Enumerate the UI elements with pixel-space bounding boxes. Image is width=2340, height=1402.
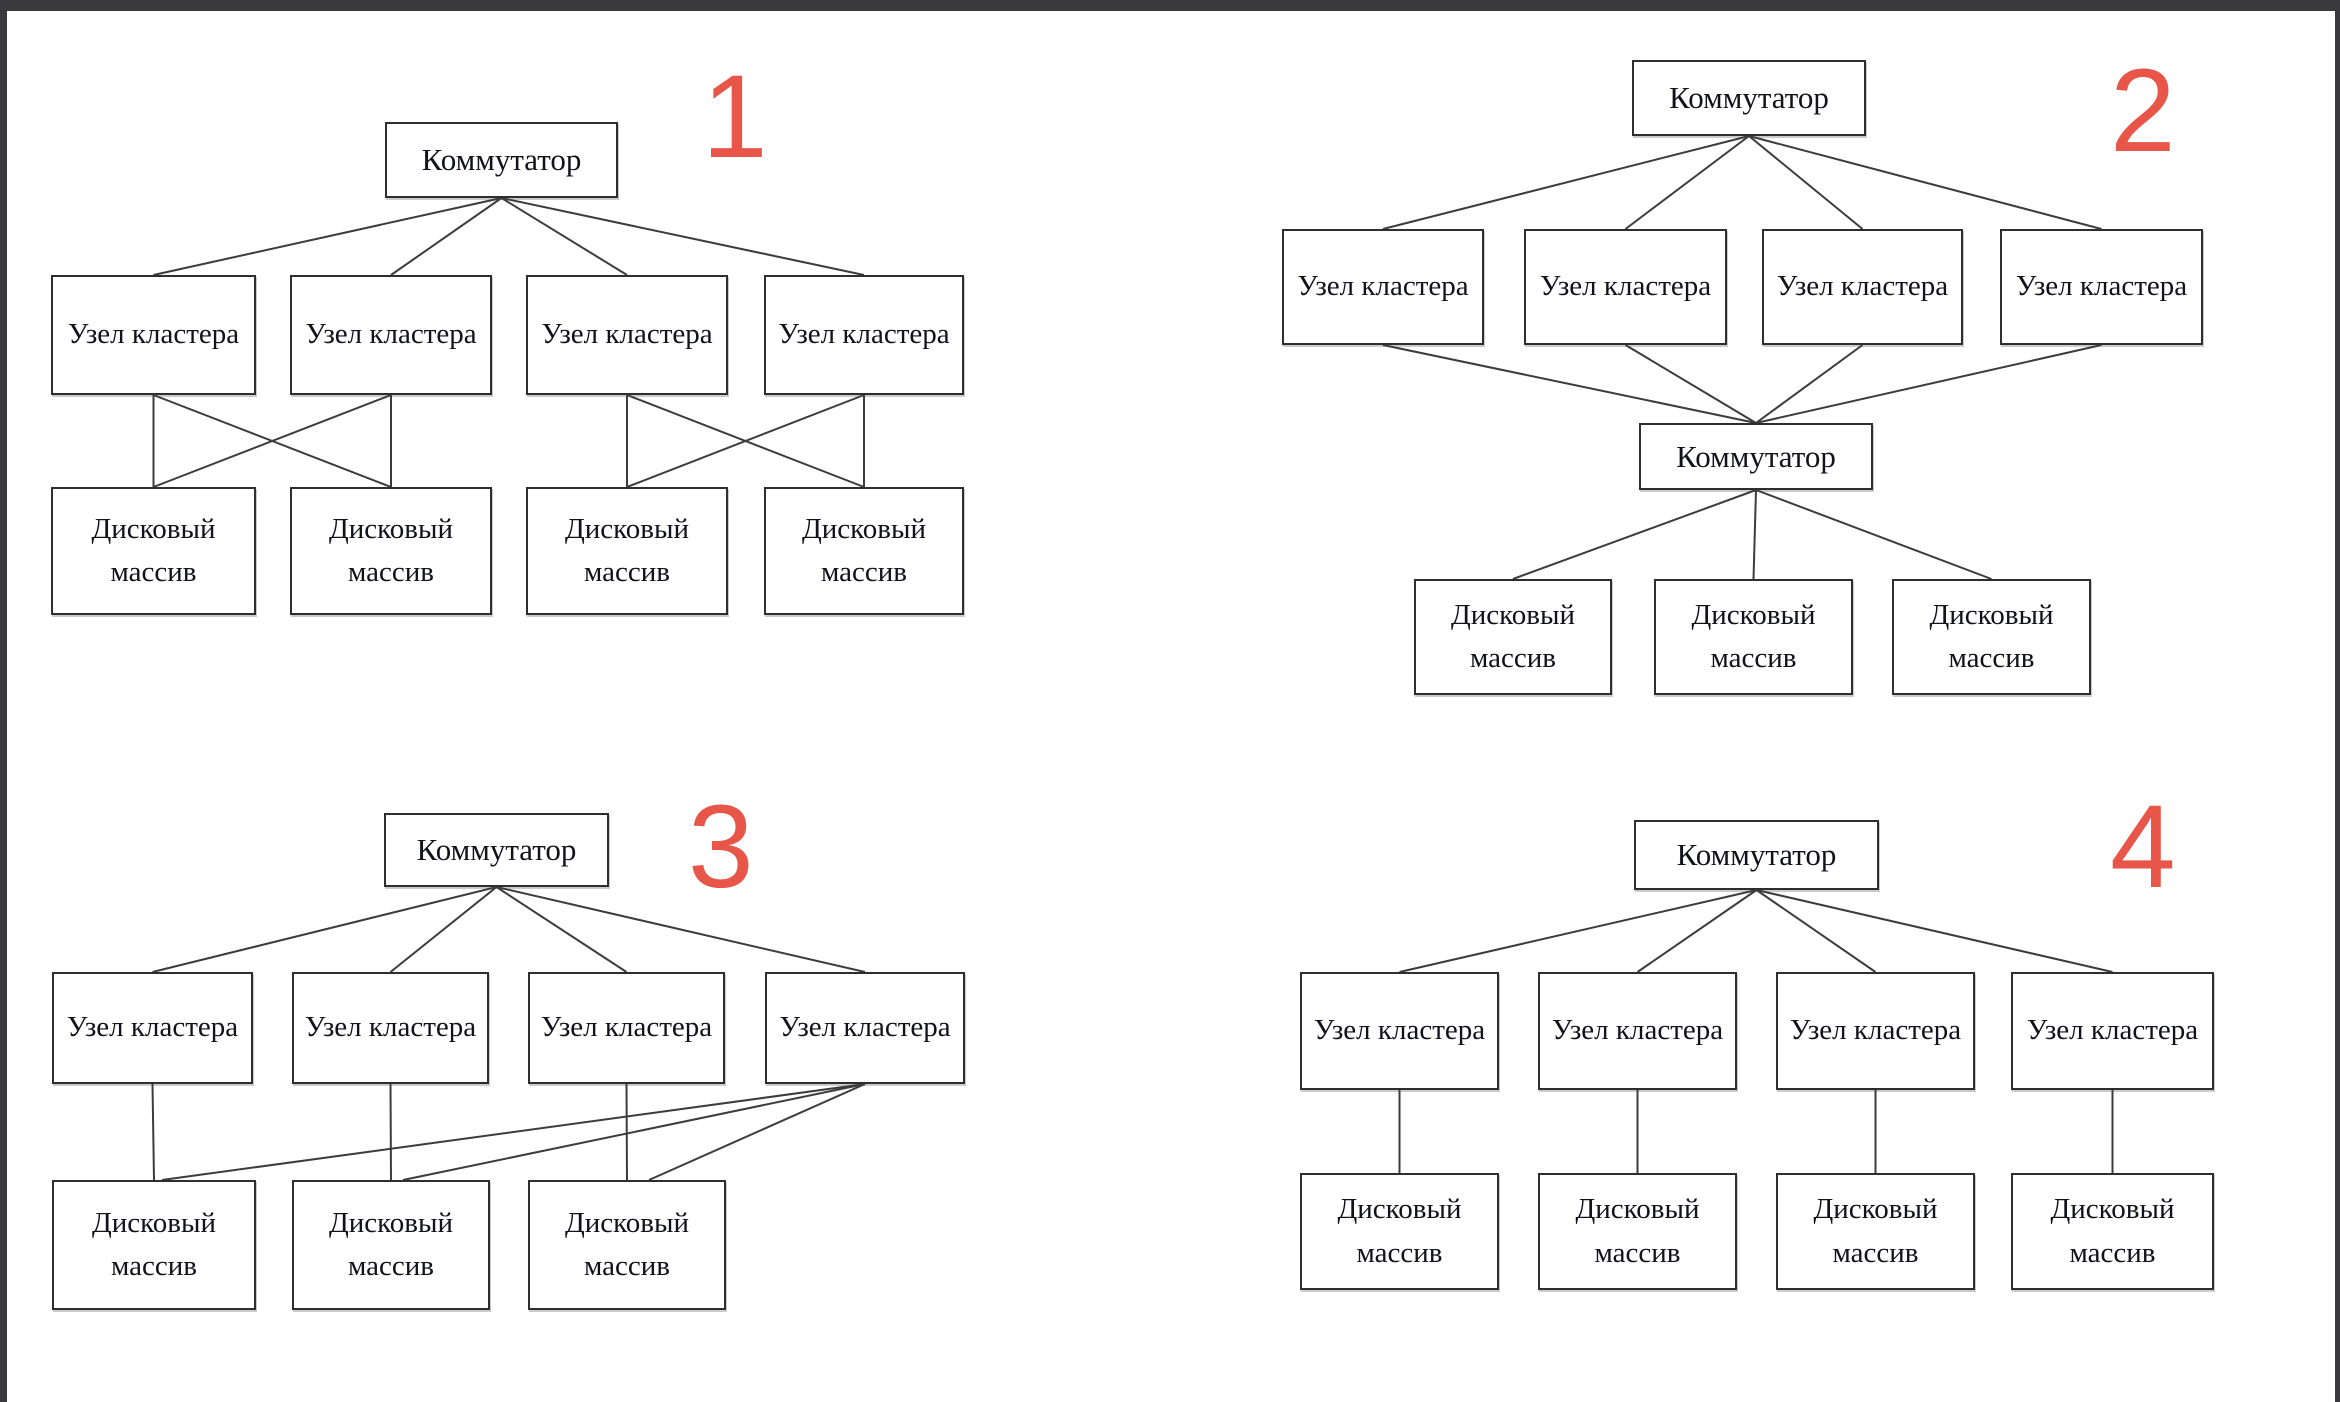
diagram-number: 3 <box>688 781 754 913</box>
cluster-node-box: Узел кластера <box>764 275 964 395</box>
disk-array-box: Дисковый массив <box>526 487 728 615</box>
disk-array-box: Дисковый массив <box>1776 1173 1975 1290</box>
frame-top-border <box>0 0 2340 11</box>
frame-right-border <box>2335 0 2340 1402</box>
disk-array-box: Дисковый массив <box>528 1180 726 1310</box>
diagram-number: 1 <box>702 51 768 183</box>
cluster-node-box: Узел кластера <box>1300 972 1499 1090</box>
disk-array-box: Дисковый массив <box>764 487 964 615</box>
disk-array-box: Дисковый массив <box>1892 579 2091 695</box>
frame-left-border <box>0 0 7 1402</box>
disk-array-box: Дисковый массив <box>292 1180 490 1310</box>
cluster-node-box: Узел кластера <box>1538 972 1737 1090</box>
cluster-node-box: Узел кластера <box>52 972 253 1084</box>
diagram-number: 2 <box>2110 45 2176 177</box>
cluster-node-box: Узел кластера <box>765 972 965 1084</box>
diagram-number: 4 <box>2110 781 2176 913</box>
disk-array-box: Дисковый массив <box>1538 1173 1737 1290</box>
cluster-node-box: Узел кластера <box>2000 229 2203 345</box>
disk-array-box: Дисковый массив <box>2011 1173 2214 1290</box>
cluster-node-box: Узел кластера <box>290 275 492 395</box>
cluster-node-box: Узел кластера <box>528 972 725 1084</box>
switch-box: Коммутатор <box>1632 60 1866 136</box>
disk-array-box: Дисковый массив <box>1300 1173 1499 1290</box>
switch-box: Коммутатор <box>1639 423 1873 490</box>
disk-array-box: Дисковый массив <box>1654 579 1853 695</box>
cluster-node-box: Узел кластера <box>2011 972 2214 1090</box>
disk-array-box: Дисковый массив <box>51 487 256 615</box>
cluster-node-box: Узел кластера <box>292 972 489 1084</box>
cluster-node-box: Узел кластера <box>51 275 256 395</box>
cluster-node-box: Узел кластера <box>1524 229 1727 345</box>
cluster-node-box: Узел кластера <box>1282 229 1484 345</box>
switch-box: Коммутатор <box>1634 820 1879 890</box>
cluster-node-box: Узел кластера <box>526 275 728 395</box>
switch-box: Коммутатор <box>385 122 618 198</box>
disk-array-box: Дисковый массив <box>290 487 492 615</box>
disk-array-box: Дисковый массив <box>52 1180 256 1310</box>
cluster-node-box: Узел кластера <box>1776 972 1975 1090</box>
cluster-node-box: Узел кластера <box>1762 229 1963 345</box>
switch-box: Коммутатор <box>384 813 609 887</box>
disk-array-box: Дисковый массив <box>1414 579 1612 695</box>
